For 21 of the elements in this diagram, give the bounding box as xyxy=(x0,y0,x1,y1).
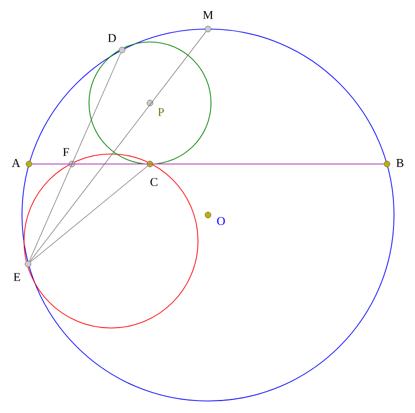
point xyxy=(26,160,32,168)
point-label: P xyxy=(158,108,164,116)
point xyxy=(146,160,154,168)
point xyxy=(384,160,390,168)
point-label: C xyxy=(150,178,158,186)
point-label: F xyxy=(63,148,69,156)
point xyxy=(146,100,154,106)
point-label: D xyxy=(108,34,116,42)
point xyxy=(68,160,76,168)
point-label: A xyxy=(12,159,20,167)
line xyxy=(30,166,148,262)
point xyxy=(118,46,126,54)
line xyxy=(30,31,206,262)
point xyxy=(204,26,212,32)
point-label: E xyxy=(14,273,20,281)
point-label: B xyxy=(396,159,404,167)
point xyxy=(204,212,212,218)
point-label: O xyxy=(217,216,225,226)
line xyxy=(29,52,121,262)
point-label: M xyxy=(203,11,213,19)
point xyxy=(24,260,32,268)
